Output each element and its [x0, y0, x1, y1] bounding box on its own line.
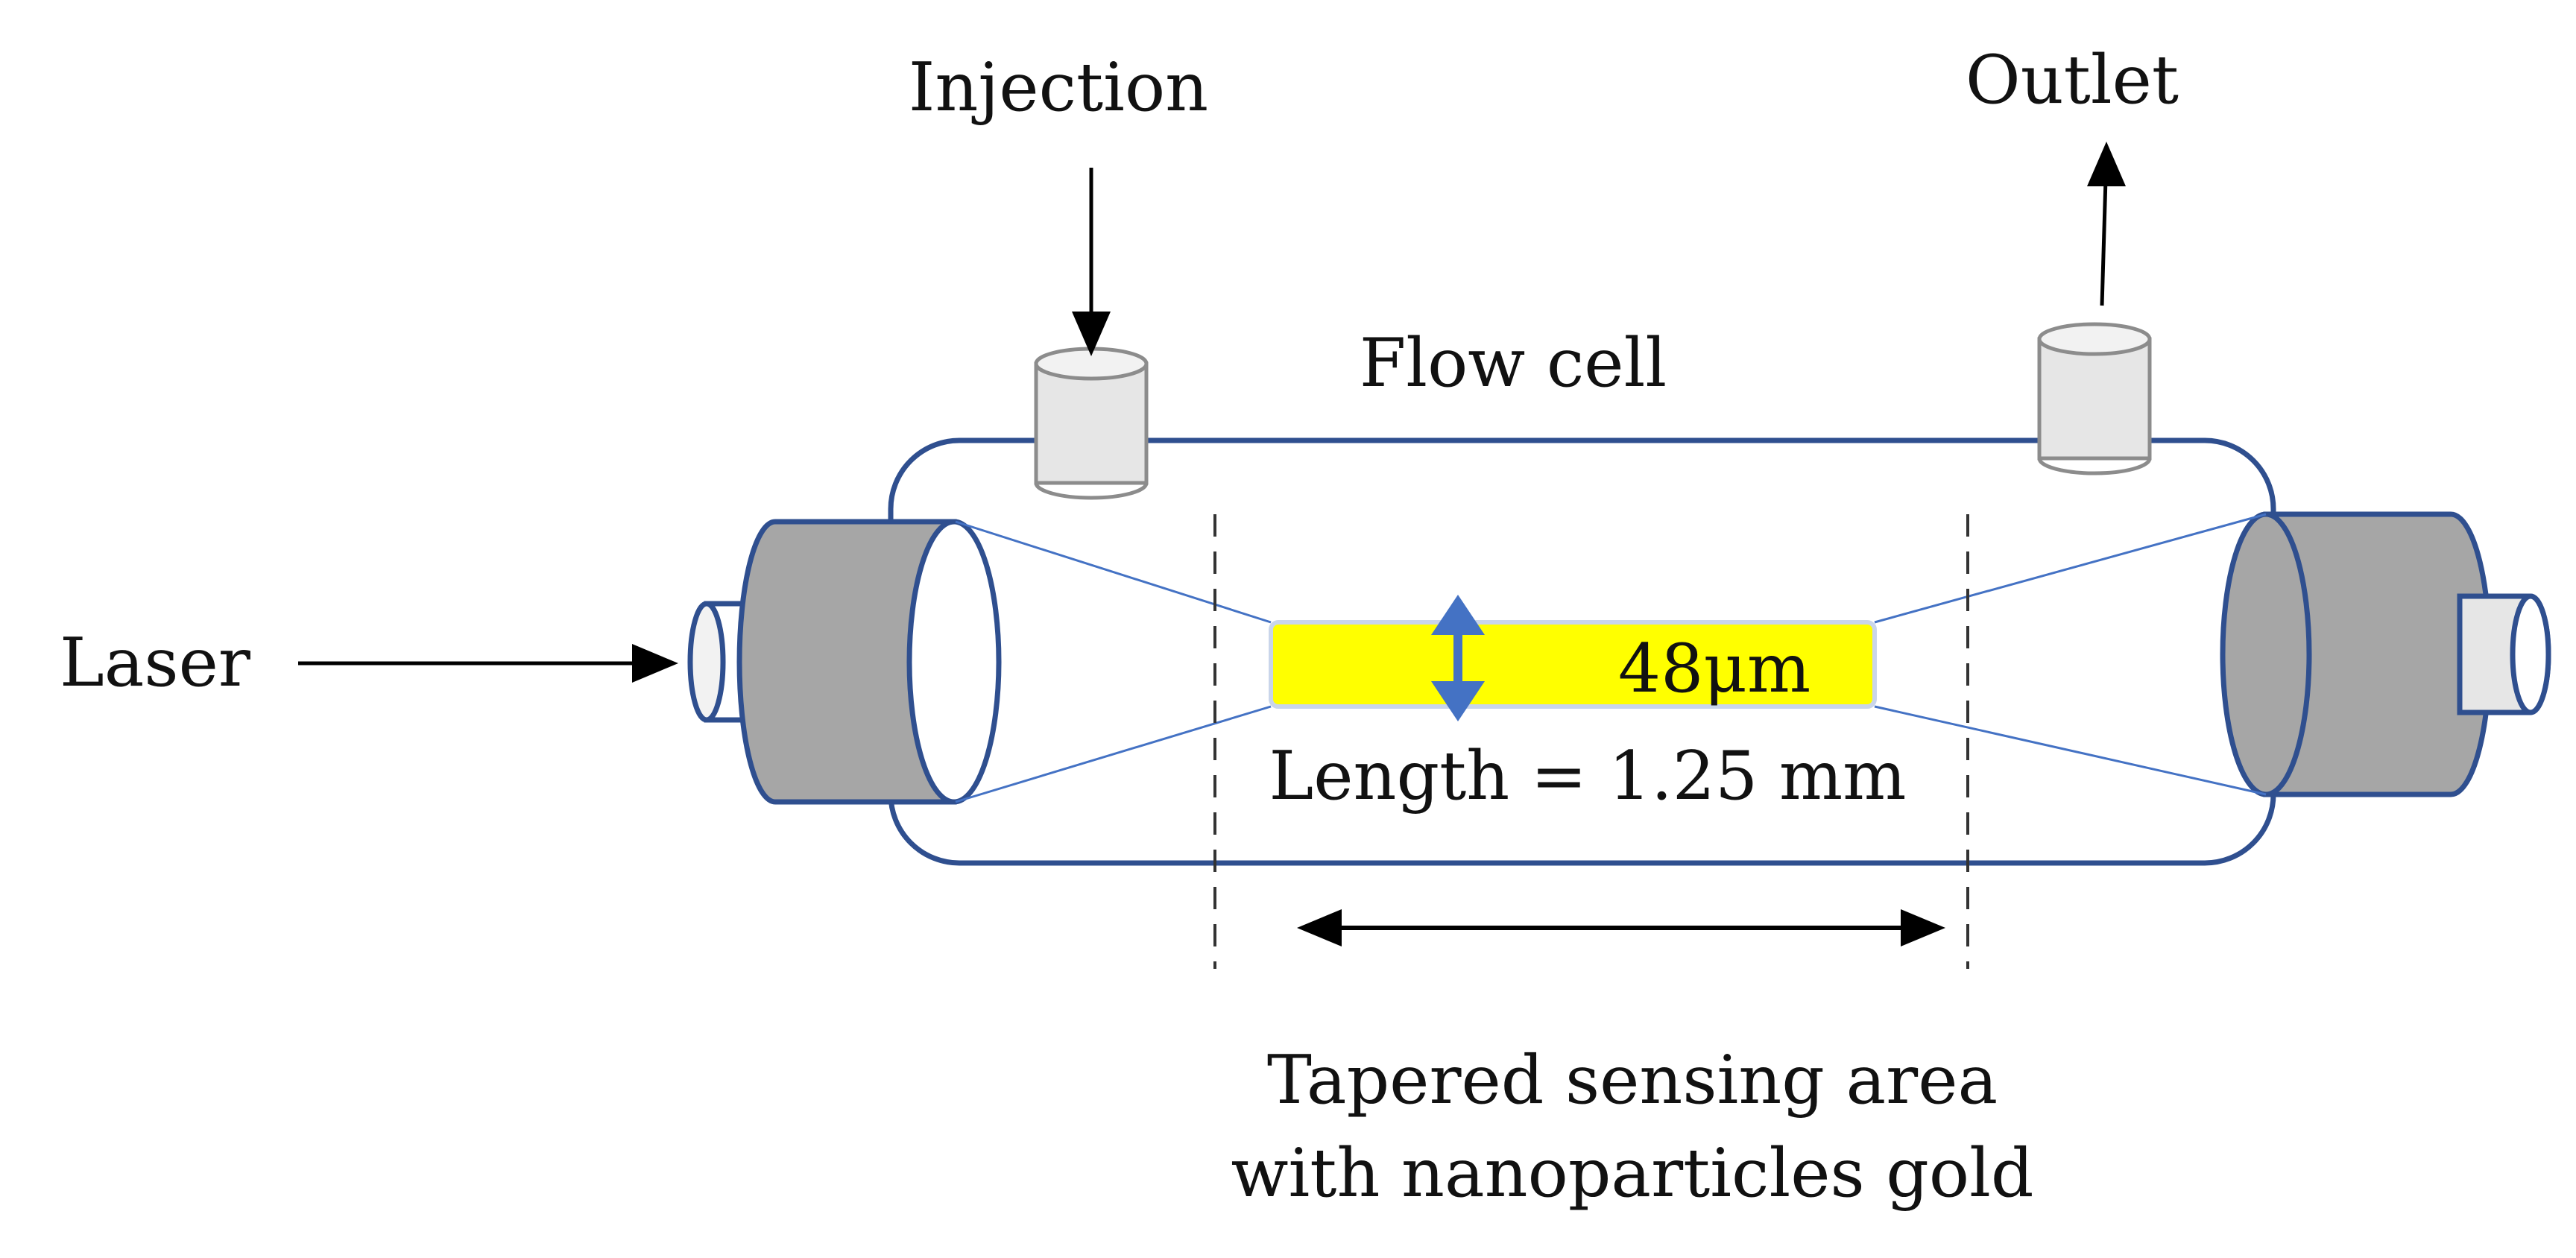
left-fiber-connector [687, 519, 1002, 805]
sensing-area-label-line2: with nanoparticles gold [1231, 1134, 2033, 1213]
sensing-length-arrow [1297, 909, 1945, 946]
injection-port [1034, 347, 1149, 500]
sensing-area-label-line1: Tapered sensing area [1267, 1041, 1998, 1119]
right-fiber-connector [2220, 511, 2551, 797]
injection-arrow [1072, 168, 1111, 356]
flow-cell-label: Flow cell [1360, 324, 1667, 402]
outlet-label: Outlet [1966, 41, 2179, 119]
injection-label: Injection [909, 48, 1208, 127]
length-label: Length = 1.25 mm [1269, 737, 1906, 815]
sensing-area-boundaries [1213, 514, 1969, 969]
fiber-taper-lines [955, 513, 2267, 803]
outlet-arrow [2087, 142, 2126, 306]
outlet-port [2037, 322, 2152, 475]
laser-arrow [298, 644, 678, 683]
laser-label: Laser [60, 624, 251, 702]
tapered-sensing-region [1269, 620, 1877, 709]
diameter-label: 48μm [1618, 630, 1811, 708]
diameter-arrow [1431, 595, 1485, 721]
